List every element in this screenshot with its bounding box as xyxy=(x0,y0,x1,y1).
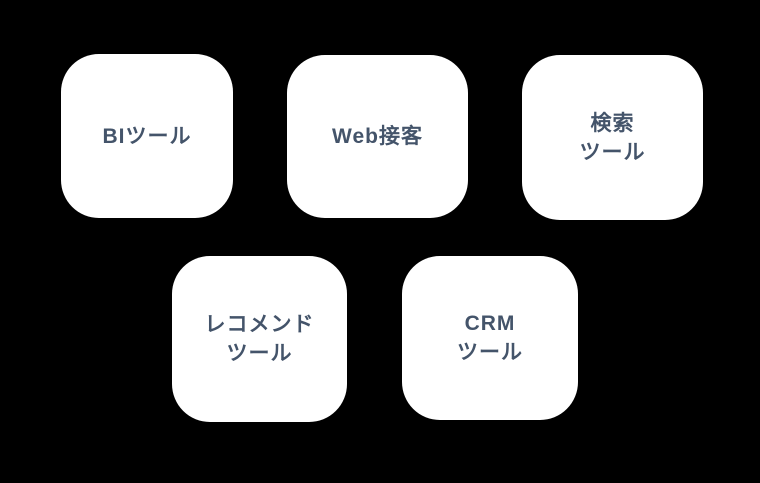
card-bi-tool: BIツール xyxy=(61,54,233,218)
card-bi-tool-label: BIツール xyxy=(102,124,192,148)
card-crm-tool: CRM ツール xyxy=(402,256,578,420)
card-recommend-tool-label-line2: ツール xyxy=(226,342,293,365)
card-search-tool-label: 検索 xyxy=(590,111,635,135)
card-crm-tool-label-line2: ツール xyxy=(457,341,523,364)
card-recommend-tool: レコメンド ツール xyxy=(172,256,347,422)
card-recommend-tool-label: レコメンド xyxy=(204,313,315,336)
card-web-sekkyaku: Web接客 xyxy=(287,55,468,218)
card-web-sekkyaku-label: Web接客 xyxy=(332,125,423,148)
card-crm-tool-label: CRM xyxy=(464,312,516,335)
card-search-tool: 検索 ツール xyxy=(522,55,703,220)
card-search-tool-label-line2: ツール xyxy=(579,140,646,164)
